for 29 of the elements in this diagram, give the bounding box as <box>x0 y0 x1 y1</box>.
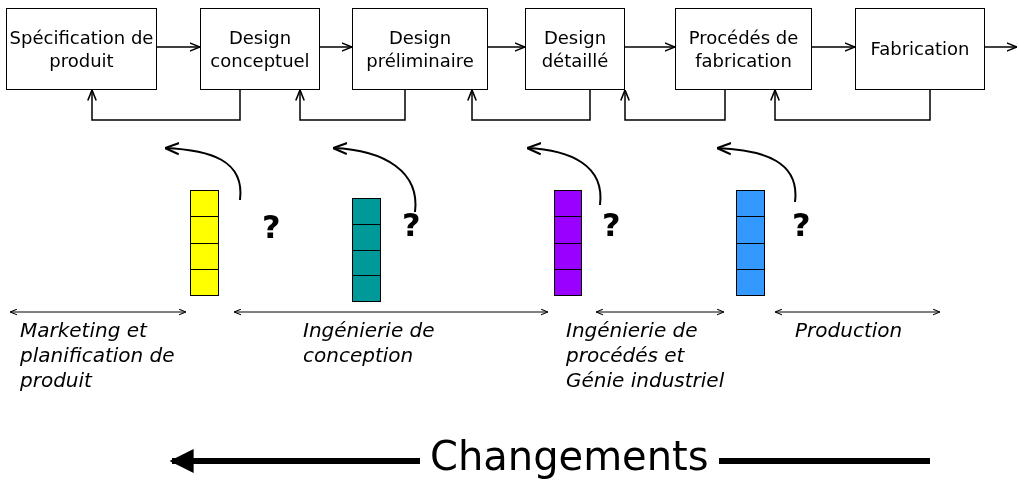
question-mark: ? <box>402 206 421 244</box>
stacked-bar-drawing <box>190 190 219 296</box>
process-box: Fabrication <box>855 8 985 90</box>
process-box: Procédés de fabrication <box>675 8 812 90</box>
process-box: Design conceptuel <box>200 8 320 90</box>
question-mark: ? <box>792 206 811 244</box>
arrow <box>156 42 201 52</box>
department-label: Ingénierie de conception <box>303 318 436 368</box>
arrow <box>295 89 406 121</box>
arrow <box>811 42 856 52</box>
arrow <box>87 89 241 121</box>
arrow <box>770 89 931 121</box>
arrow <box>620 89 726 121</box>
stacked-bar-drawing <box>554 190 582 296</box>
department-label: Production <box>795 318 904 343</box>
arrow <box>467 89 591 121</box>
stacked-bar-drawing <box>352 198 381 302</box>
process-box: Design préliminaire <box>352 8 488 90</box>
arrow <box>319 42 353 52</box>
process-box: Spécification de produit <box>6 8 157 90</box>
question-mark: ? <box>602 206 621 244</box>
department-label: Marketing et planification de produit <box>20 318 176 393</box>
arrow <box>624 42 676 52</box>
process-box: Design détaillé <box>525 8 625 90</box>
arrow <box>487 42 526 52</box>
stacked-bar-drawing <box>736 190 765 296</box>
department-label: Ingénierie de procédés et Génie industriel <box>566 318 726 393</box>
question-mark: ? <box>262 208 281 246</box>
arrow <box>984 42 1018 52</box>
